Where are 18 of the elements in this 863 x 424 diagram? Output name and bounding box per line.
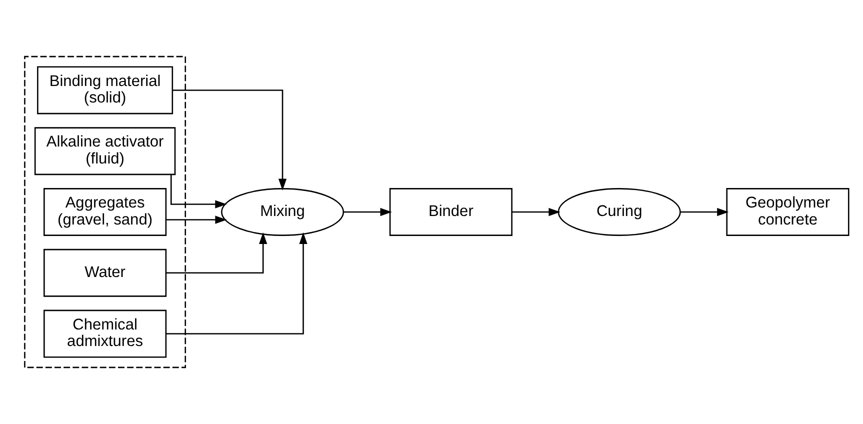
cluster bbox=[24, 56, 186, 368]
node-ellipse: Curing bbox=[558, 188, 681, 236]
node-box: Binding material (solid) bbox=[37, 66, 174, 114]
arrow bbox=[680, 208, 729, 216]
arrow bbox=[344, 208, 392, 216]
arrow bbox=[172, 90, 287, 190]
node-ellipse: Mixing bbox=[220, 188, 344, 236]
arrow bbox=[512, 208, 560, 216]
node-box: Geopolymer concrete bbox=[726, 188, 850, 236]
node-box: Aggregates (gravel, sand) bbox=[44, 188, 167, 236]
arrow bbox=[166, 232, 268, 274]
node-box: Alkaline activator (fluid) bbox=[34, 127, 176, 176]
arrow bbox=[166, 232, 308, 334]
node-box: Water bbox=[44, 248, 167, 297]
arrow bbox=[170, 174, 227, 208]
node-box: Chemical admixtures bbox=[44, 310, 167, 358]
arrow bbox=[166, 216, 227, 224]
node-box: Binder bbox=[389, 188, 512, 236]
